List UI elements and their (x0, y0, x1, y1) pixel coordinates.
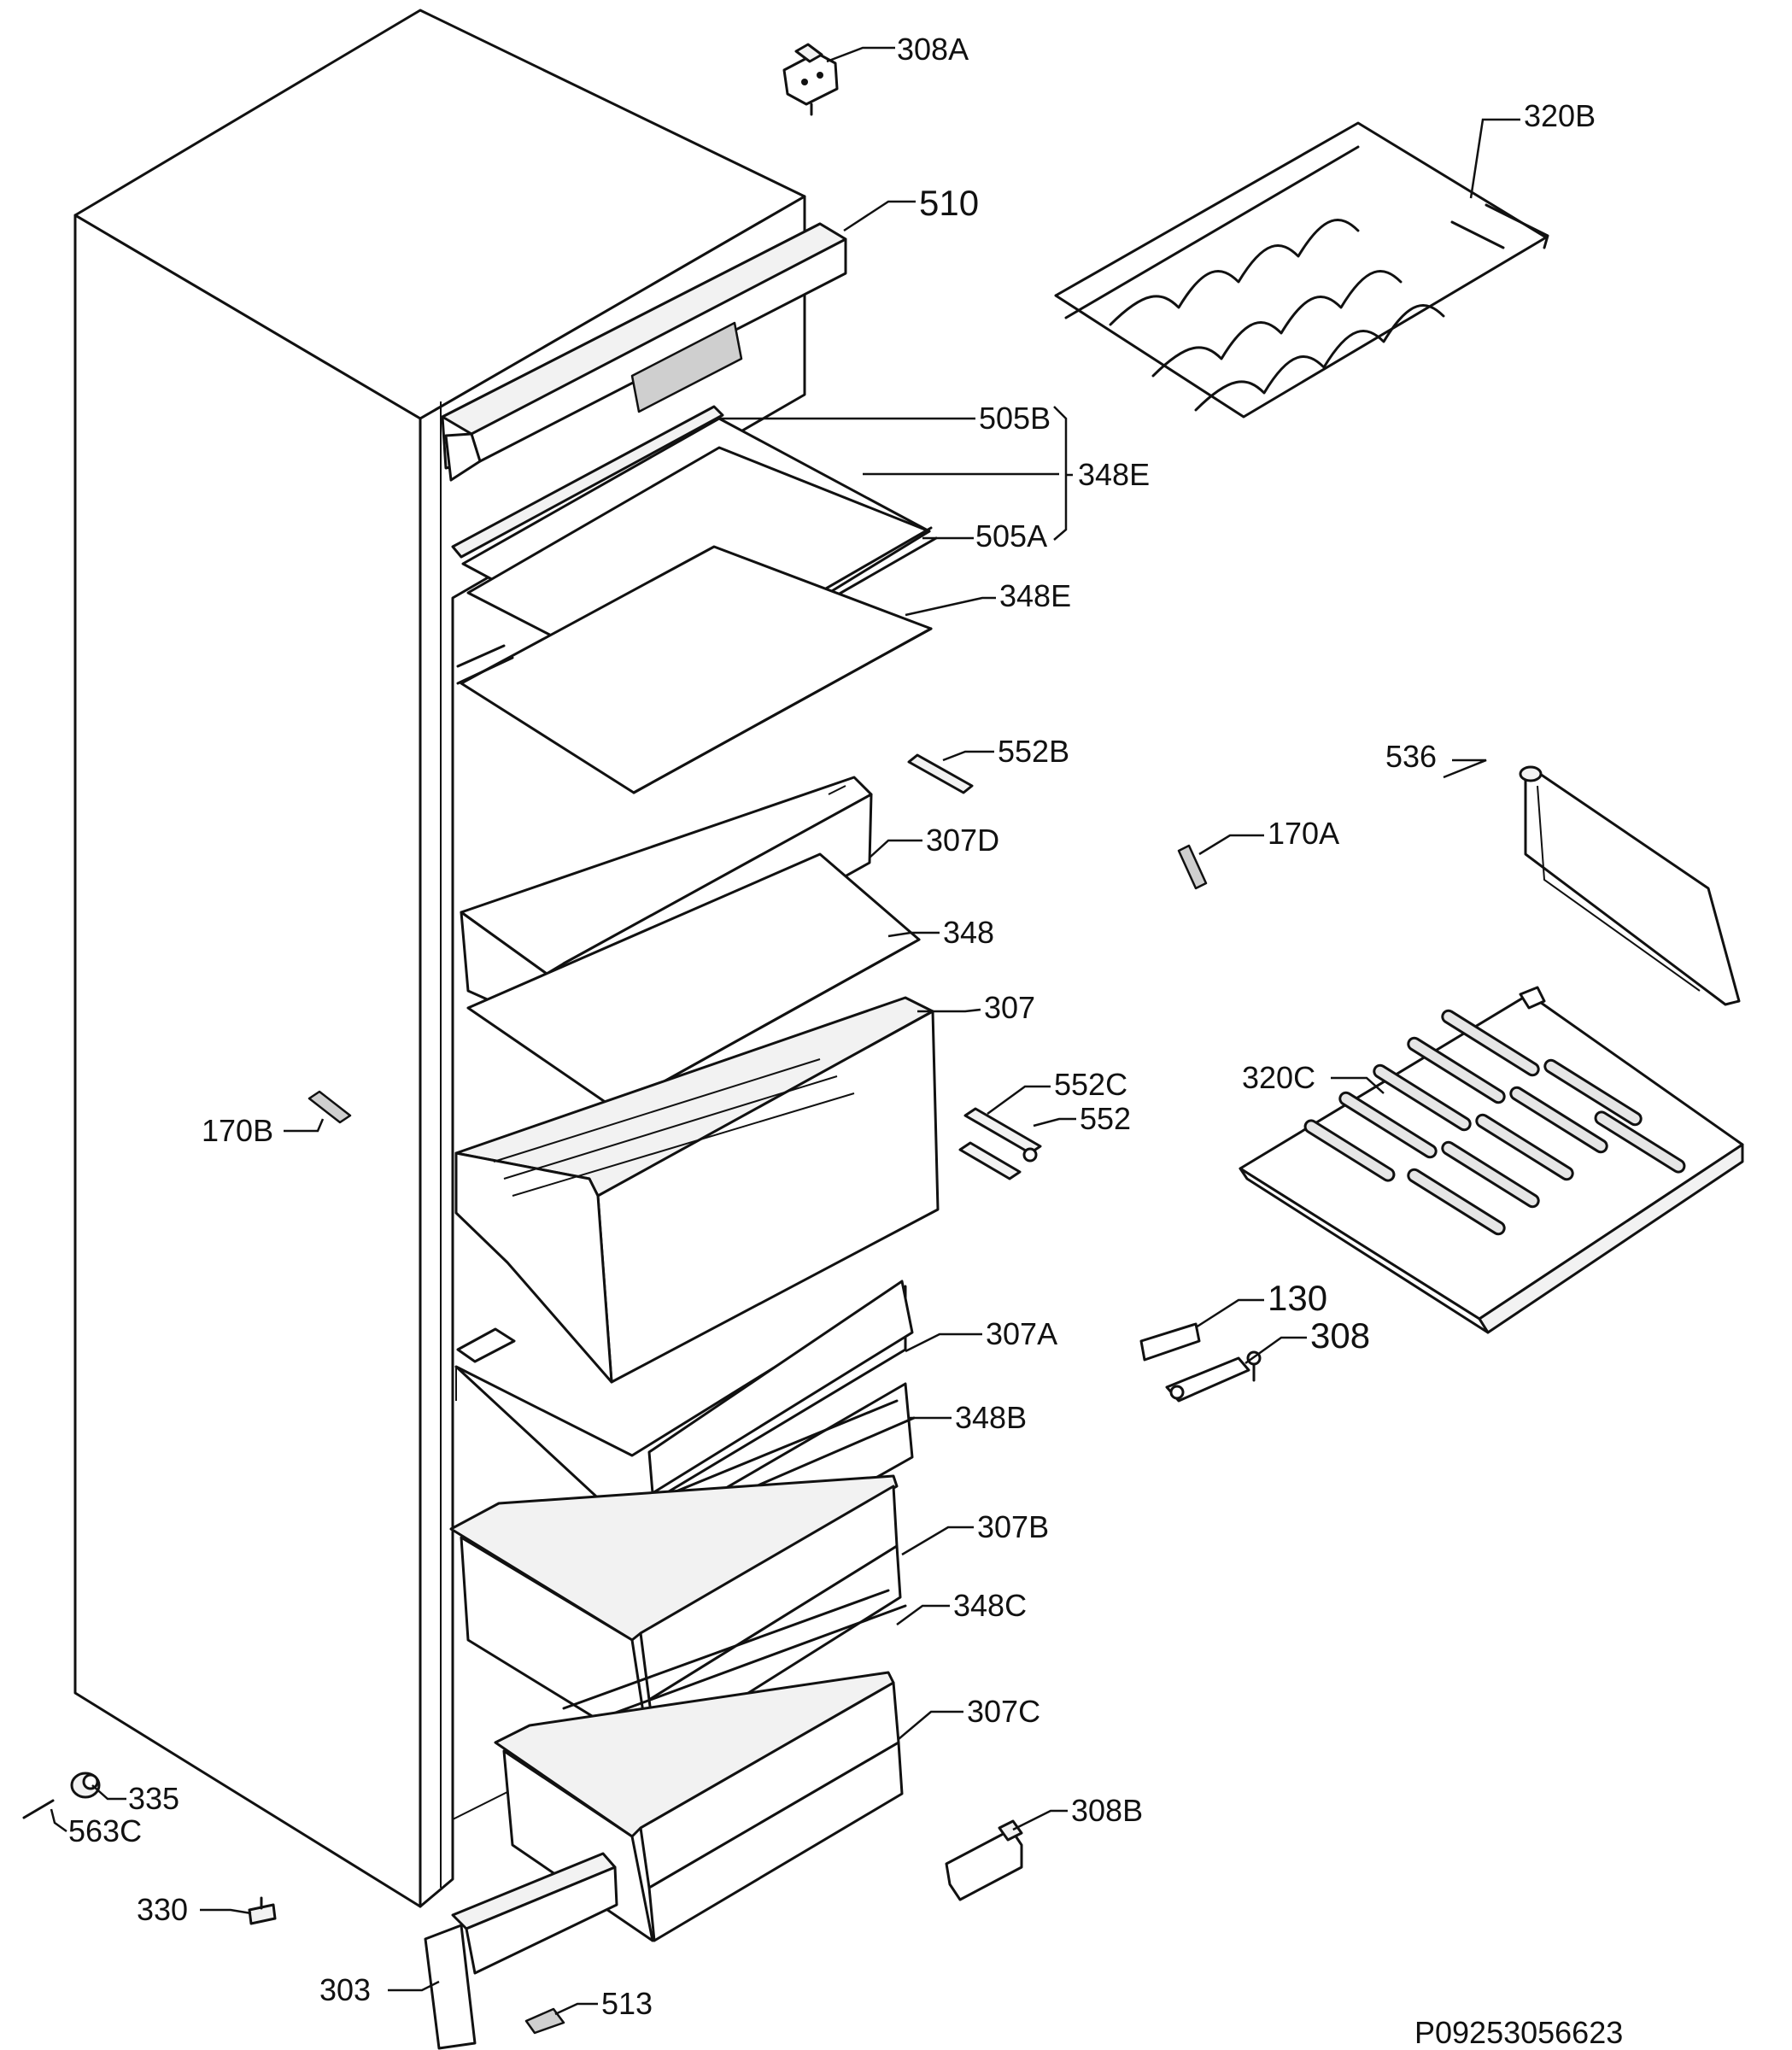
label-170A: 170A (1268, 816, 1339, 851)
label-307B: 307B (977, 1509, 1049, 1544)
part-510-control-panel[interactable] (441, 222, 847, 482)
part-536-door-bin[interactable] (1519, 765, 1741, 1006)
part-330-adjustable-foot[interactable] (248, 1896, 277, 1925)
label-513: 513 (601, 1986, 653, 2021)
part-563C-pin[interactable] (22, 1799, 55, 1819)
part-505B-shelf-trim[interactable] (451, 405, 724, 559)
label-348B: 348B (955, 1400, 1027, 1435)
label-307D: 307D (926, 823, 999, 858)
part-308B-hinge-bottom[interactable] (945, 1819, 1023, 1901)
label-335: 335 (128, 1781, 179, 1816)
part-552-rail-set[interactable] (958, 1107, 1042, 1180)
part-labels: 308A 320B 510 505B 348E 505A 348E 552B 5… (68, 32, 1623, 2050)
part-130-cover[interactable] (1139, 1322, 1201, 1362)
part-303-kick-plate[interactable] (424, 1852, 618, 2050)
label-552: 552 (1080, 1101, 1131, 1136)
label-303: 303 (319, 1972, 371, 2007)
shelf-slots (1303, 1009, 1686, 1236)
part-320C-door-shelf[interactable] (1239, 986, 1744, 1334)
part-307-crisper-drawer[interactable] (454, 996, 940, 1384)
label-536: 536 (1385, 739, 1437, 774)
part-348E-glass-shelf-lower[interactable] (456, 545, 933, 794)
label-307C: 307C (967, 1694, 1040, 1729)
label-330: 330 (137, 1892, 188, 1927)
part-170A-clip[interactable] (1177, 844, 1208, 890)
label-505B: 505B (979, 401, 1051, 436)
part-348C-glass-shelf[interactable] (562, 1589, 907, 1727)
part-335-spacer[interactable] (70, 1772, 101, 1799)
label-320B: 320B (1524, 98, 1596, 133)
part-552B-rail[interactable] (907, 753, 974, 794)
label-348: 348 (943, 915, 994, 950)
cabinet-body (73, 9, 806, 1908)
label-348C: 348C (953, 1588, 1027, 1623)
label-307A: 307A (986, 1316, 1057, 1351)
part-307B-drawer[interactable] (449, 1474, 902, 1753)
label-170B: 170B (202, 1113, 273, 1148)
label-308B: 308B (1071, 1793, 1143, 1828)
label-510: 510 (919, 183, 979, 223)
label-307: 307 (984, 990, 1035, 1025)
part-320B-wine-rack[interactable] (1054, 121, 1549, 419)
part-170B-clip[interactable] (307, 1090, 352, 1124)
label-308: 308 (1310, 1315, 1370, 1356)
label-320C: 320C (1242, 1060, 1315, 1095)
label-552B: 552B (998, 734, 1069, 769)
label-563C: 563C (68, 1813, 142, 1848)
label-505A: 505A (975, 518, 1047, 554)
label-308A: 308A (897, 32, 969, 67)
label-130: 130 (1268, 1278, 1327, 1318)
label-348E-bracket: 348E (1078, 457, 1150, 492)
part-513-clip[interactable] (524, 2007, 565, 2035)
reference-code: P09253056623 (1414, 2015, 1623, 2050)
leader-lines (50, 46, 1520, 2016)
part-308A-hinge[interactable] (782, 43, 839, 116)
label-552C: 552C (1054, 1067, 1127, 1102)
part-308-hinge-pin[interactable] (1165, 1350, 1262, 1403)
label-348E: 348E (999, 578, 1071, 613)
